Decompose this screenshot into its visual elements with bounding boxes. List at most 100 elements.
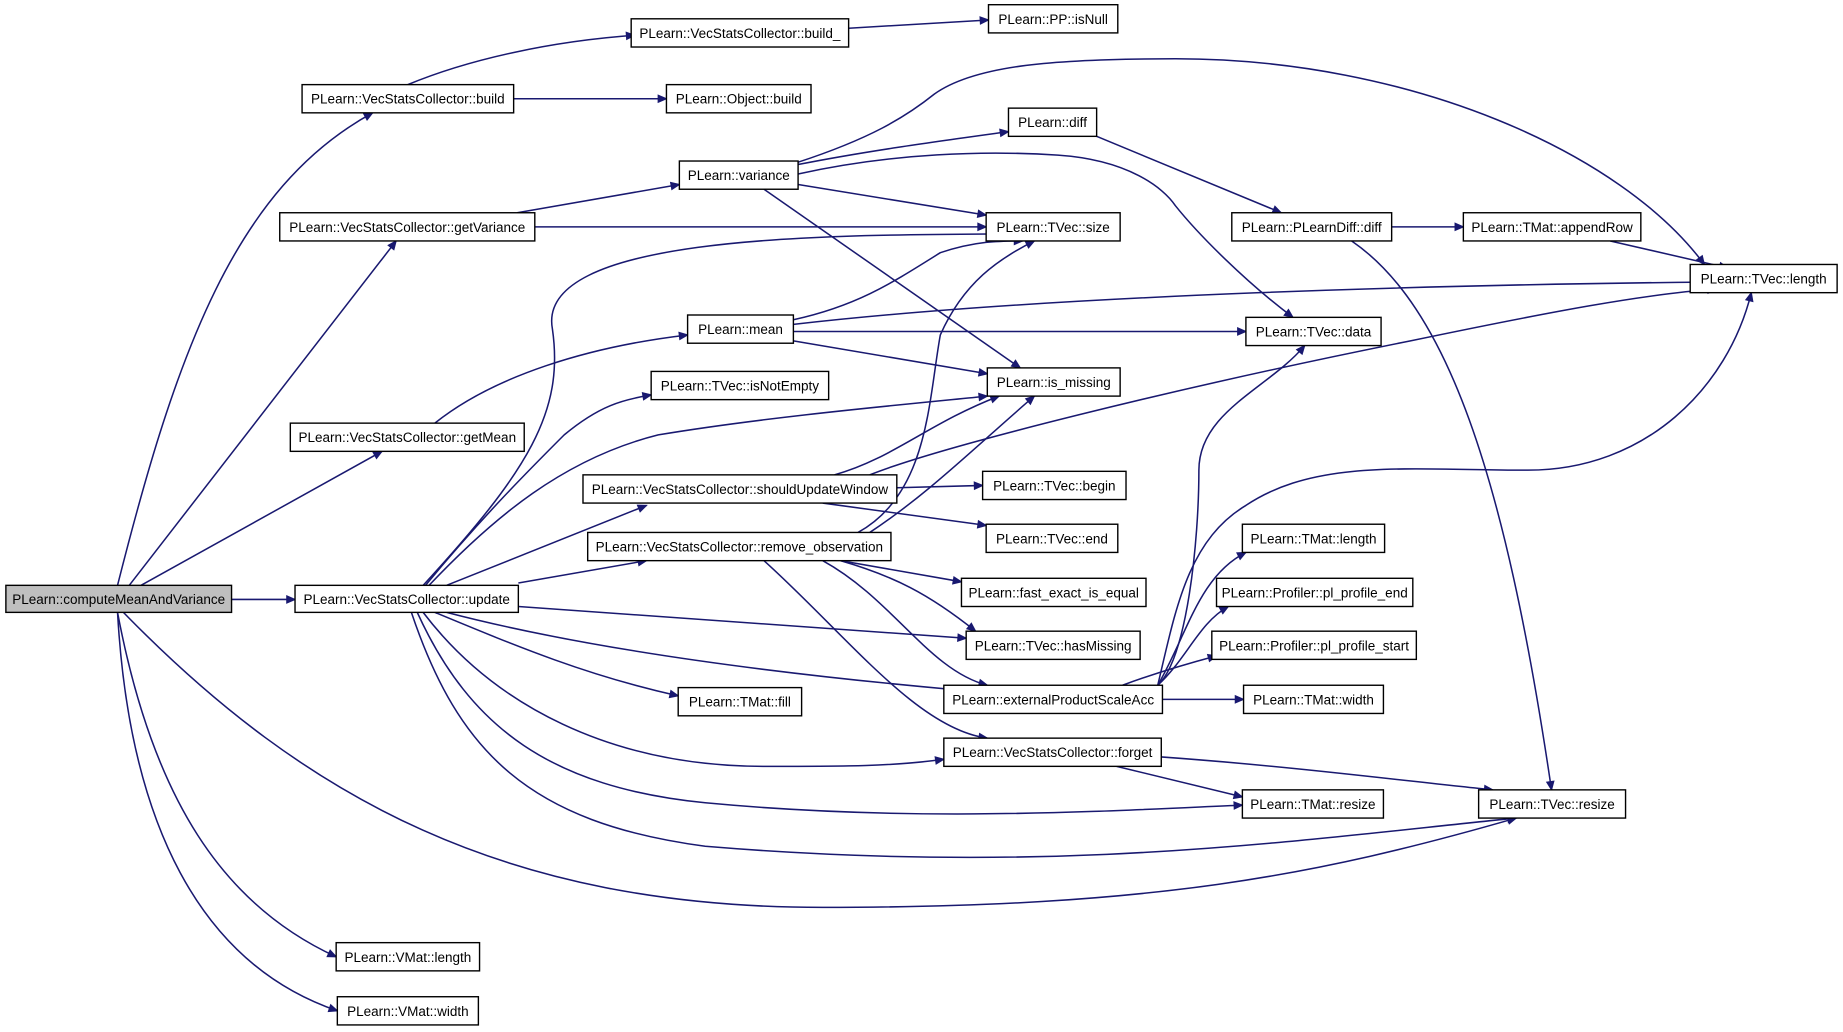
edge-variance-to-tvec_data (797, 152, 1295, 319)
node-box (981, 470, 1127, 501)
node-vsc-update[interactable]: PLearn::VecStatsCollector::update (294, 584, 520, 614)
node-box (686, 314, 795, 344)
edge-mean-to-tvec_data (793, 327, 1248, 336)
node-vsc-remove-observation[interactable]: PLearn::VecStatsCollector::remove_observ… (586, 531, 892, 562)
node-externalProductScaleAcc[interactable]: PLearn::externalProductScaleAcc (943, 684, 1164, 715)
edge-line (122, 611, 1517, 909)
node-vsc-getMean[interactable]: PLearn::VecStatsCollector::getMean (289, 422, 525, 453)
node-pldiff-diff[interactable]: PLearn::PLearnDiff::diff (1231, 212, 1393, 242)
node-vsc-getVariance[interactable]: PLearn::VecStatsCollector::getVariance (279, 212, 536, 242)
node-box (582, 474, 898, 504)
node-is-missing[interactable]: PLearn::is_missing (986, 367, 1121, 397)
node-vsc-build-[interactable]: PLearn::VecStatsCollector::build_ (630, 18, 850, 48)
node-profiler-start[interactable]: PLearn::Profiler::pl_profile_start (1211, 630, 1418, 661)
node-box (1245, 316, 1382, 347)
edge-line (422, 233, 1000, 586)
node-label: PLearn::PP::isNull (998, 12, 1108, 27)
edge-line (793, 281, 1705, 326)
edge-pldiff_diff-to-tvec_resize (1351, 240, 1555, 792)
node-diff[interactable]: PLearn::diff (1007, 107, 1098, 138)
edge-line (834, 395, 1000, 476)
edge-computeMeanAndVariance-to-vsc_update (231, 595, 297, 604)
node-vmat-width[interactable]: PLearn::VMat::width (336, 996, 480, 1026)
edge-line (848, 19, 989, 29)
node-box (335, 941, 481, 972)
edge-computeMeanAndVariance-to-vsc_getVariance (128, 239, 398, 586)
arrowhead-icon (973, 481, 985, 491)
node-tmat-length[interactable]: PLearn::TMat::length (1241, 523, 1386, 554)
node-tvec-begin[interactable]: PLearn::TVec::begin (981, 470, 1127, 501)
arrowhead-icon (1024, 395, 1036, 406)
node-box (1007, 107, 1098, 138)
edge-line (518, 605, 967, 639)
edge-pldiff_diff-to-tmat_appendRow (1391, 222, 1465, 232)
arrowhead-icon (1010, 359, 1022, 369)
edge-vsc_update-to-tvec_isNotEmpty (424, 392, 653, 586)
node-computeMeanAndVariance[interactable]: PLearn::computeMeanAndVariance (5, 584, 233, 614)
edge-line (410, 612, 1517, 859)
edge-line (763, 560, 988, 739)
node-vsc-shouldUpdateWindow[interactable]: PLearn::VecStatsCollector::shouldUpdateW… (582, 474, 898, 504)
node-box (1241, 789, 1385, 819)
edge-line (424, 394, 652, 586)
node-profiler-end[interactable]: PLearn::Profiler::pl_profile_end (1215, 577, 1414, 608)
arrowhead-icon (1271, 205, 1283, 214)
node-tmat-width[interactable]: PLearn::TMat::width (1242, 684, 1385, 715)
node-tvec-isNotEmpty[interactable]: PLearn::TVec::isNotEmpty (650, 370, 830, 401)
node-label: PLearn::TMat::resize (1250, 797, 1375, 812)
arrowhead-icon (1283, 308, 1295, 319)
edge-line (517, 183, 680, 214)
node-pp-isNull[interactable]: PLearn::PP::isNull (987, 4, 1119, 34)
node-box (987, 4, 1119, 34)
node-label: PLearn::variance (688, 168, 790, 183)
arrowhead-icon (641, 392, 653, 401)
edge-line (822, 559, 988, 686)
arrowhead-icon (636, 504, 648, 513)
arrowhead-icon (976, 209, 988, 219)
edge-line (446, 504, 647, 587)
edge-line (797, 152, 1294, 318)
edge-vsc_remove_observation-to-tvec_hasMissing (840, 559, 977, 633)
node-tvec-size[interactable]: PLearn::TVec::size (985, 212, 1121, 242)
node-label: PLearn::mean (698, 322, 783, 337)
node-box (1477, 789, 1627, 819)
node-fast-exact-is-equal[interactable]: PLearn::fast_exact_is_equal (960, 577, 1147, 608)
edge-line (140, 450, 383, 587)
edge-vsc_forget-to-tvec_resize (1161, 756, 1495, 794)
arrowhead-icon (657, 94, 668, 104)
arrowhead-icon (286, 595, 297, 604)
edge-line (1610, 240, 1728, 269)
node-box (336, 996, 480, 1026)
node-vsc-build[interactable]: PLearn::VecStatsCollector::build (301, 83, 515, 114)
node-box (677, 686, 803, 717)
edge-vsc_update-to-vsc_remove_observation (518, 557, 648, 584)
node-mean[interactable]: PLearn::mean (686, 314, 795, 344)
arrowhead-icon (978, 392, 989, 402)
node-tmat-resize[interactable]: PLearn::TMat::resize (1241, 789, 1385, 819)
node-label: PLearn::TMat::appendRow (1471, 220, 1633, 235)
node-box (1215, 577, 1414, 608)
node-vsc-forget[interactable]: PLearn::VecStatsCollector::forget (943, 737, 1162, 768)
arrowhead-icon (1454, 222, 1465, 232)
node-vmat-length[interactable]: PLearn::VMat::length (335, 941, 481, 972)
node-label: PLearn::TVec::resize (1489, 797, 1614, 812)
node-box (586, 531, 892, 562)
arrowhead-icon (326, 949, 338, 958)
node-box (279, 212, 536, 242)
node-variance[interactable]: PLearn::variance (678, 160, 799, 190)
node-box (1241, 523, 1386, 554)
edge-line (116, 612, 338, 1012)
node-tmat-appendRow[interactable]: PLearn::TMat::appendRow (1462, 212, 1642, 242)
node-tmat-fill[interactable]: PLearn::TMat::fill (677, 686, 803, 717)
node-tvec-end[interactable]: PLearn::TVec::end (985, 523, 1119, 554)
edge-line (1157, 605, 1229, 686)
node-tvec-data[interactable]: PLearn::TVec::data (1245, 316, 1382, 347)
node-tvec-resize[interactable]: PLearn::TVec::resize (1477, 789, 1627, 819)
node-tvec-hasMissing[interactable]: PLearn::TVec::hasMissing (965, 630, 1141, 661)
edge-vsc_build-to-object_build (513, 94, 668, 104)
edge-diff-to-pldiff_diff (1096, 135, 1283, 214)
edge-line (869, 288, 1717, 476)
node-object-build[interactable]: PLearn::Object::build (665, 83, 812, 114)
node-tvec-length[interactable]: PLearn::TVec::length (1689, 263, 1838, 294)
